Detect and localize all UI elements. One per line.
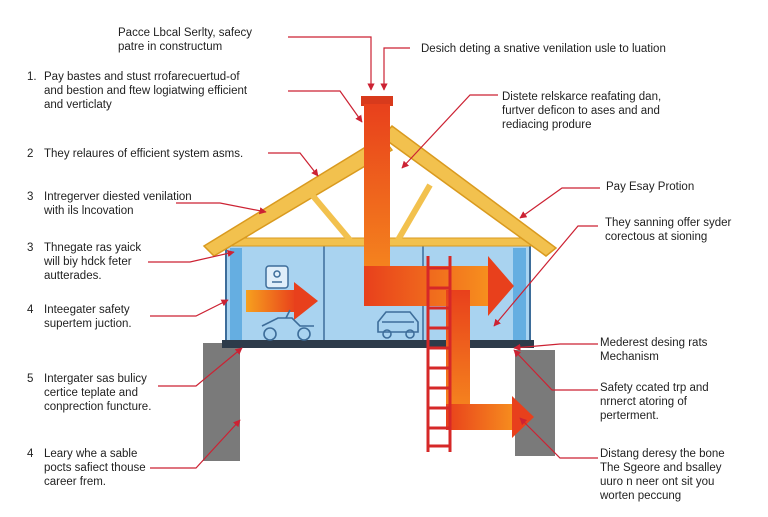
leader-line xyxy=(288,36,375,91)
duct-arrow-right xyxy=(488,256,514,316)
roof-truss xyxy=(395,183,433,242)
lower-duct xyxy=(446,404,516,430)
floor-slab xyxy=(222,340,534,348)
car-icon xyxy=(377,311,419,339)
label-right-2: Pay Esay Protion xyxy=(606,181,695,193)
label-right-6: Distang deresy the bone The Sgeore and b… xyxy=(600,448,725,502)
leader-line xyxy=(148,249,235,263)
label-number: 4 xyxy=(27,448,34,460)
left-foundation-post xyxy=(203,343,240,461)
leader-line xyxy=(513,343,598,352)
left-wall-column xyxy=(230,248,242,342)
ladder xyxy=(426,256,452,452)
label-number: 3 xyxy=(27,191,34,203)
leader-line xyxy=(150,299,229,317)
leader-line xyxy=(158,347,243,387)
leader-lines xyxy=(148,36,600,469)
label-right-top: Desich deting a snative venilation usle … xyxy=(421,43,666,55)
label-left-3b: Thnegate ras yaick will biy hdck feter a… xyxy=(44,242,142,282)
lower-duct-arrow xyxy=(512,396,534,438)
label-right-1: Distete relskarce reafating dan, furtver… xyxy=(502,91,662,131)
leader-line xyxy=(519,417,598,459)
label-right-3: They sanning offer syder corectous at si… xyxy=(605,217,732,243)
leader-line xyxy=(493,225,598,327)
label-left-4b: Leary whe a sable pocts safiect thouse c… xyxy=(44,448,146,488)
label-left-1: Pay bastes and stust rrofarecuertud-of a… xyxy=(44,71,248,111)
leader-line xyxy=(519,187,600,219)
leader-line xyxy=(513,349,598,391)
leader-line xyxy=(176,202,267,215)
room-duct-arrow xyxy=(294,282,318,320)
leader-line xyxy=(268,152,319,177)
label-left-5: Intergater sas bulicy certice teplate an… xyxy=(44,373,152,413)
label-number: 2 xyxy=(27,148,34,160)
leader-line xyxy=(150,419,241,469)
label-top-center: Pacce Lbcal Serlty, safecy patre in cons… xyxy=(118,27,253,53)
label-right-4: Mederest desing rats Mechanism xyxy=(600,337,708,363)
leader-line xyxy=(380,47,410,91)
roof-right-rafter xyxy=(380,124,558,257)
label-right-5: Safety ccated trp and nrnerct atoring of… xyxy=(600,382,709,422)
leader-line xyxy=(401,94,498,169)
label-left-4: Inteegater safety supertem juction. xyxy=(44,304,132,330)
right-foundation-post xyxy=(515,350,555,456)
chimney-cap xyxy=(361,96,393,106)
leader-line xyxy=(288,90,363,123)
roof-left-rafter xyxy=(202,136,394,257)
roof-truss xyxy=(305,188,353,242)
thermostat-icon xyxy=(265,265,289,289)
label-number: 1. xyxy=(27,71,37,83)
room-duct xyxy=(246,290,296,312)
label-number: 3 xyxy=(27,242,34,254)
label-number: 4 xyxy=(27,304,34,316)
label-left-3: Intregerver diested venilation with ils … xyxy=(44,191,192,217)
label-left-2: They relaures of efficient system asms. xyxy=(44,148,244,160)
atv-vehicle-icon xyxy=(261,309,314,341)
label-number: 5 xyxy=(27,373,34,385)
